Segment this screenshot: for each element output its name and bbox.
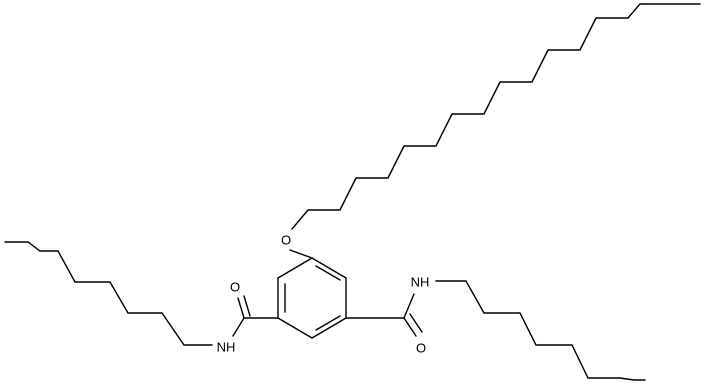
carbonyl-double-bond — [243, 295, 251, 317]
carbonyl-to-nitrogen-bond — [232, 317, 245, 337]
tetradecyl-chain — [291, 3, 701, 230]
right-carbonyl-oxygen-label: O — [416, 341, 426, 356]
ring-double-bond — [315, 265, 341, 281]
left-carbonyl-oxygen-label: O — [230, 280, 240, 295]
ring-bond — [311, 317, 347, 339]
right-amide-group: O NH — [345, 275, 646, 381]
benzene-ring — [277, 257, 347, 339]
ring-to-ether-bond — [289, 249, 313, 259]
right-amide-nitrogen-label: NH — [411, 275, 430, 290]
ring-double-bond — [315, 315, 341, 331]
left-amide-group: O NH — [4, 241, 279, 355]
left-amide-nitrogen-label: NH — [217, 340, 236, 355]
carbonyl-double-bond — [409, 313, 423, 333]
carbonyl-double-bond — [237, 297, 245, 319]
left-heptyl-chain — [4, 241, 213, 346]
alkoxy-substituent: O — [281, 3, 701, 259]
right-heptyl-chain — [435, 280, 646, 381]
carbonyl-to-nitrogen-bond — [403, 293, 415, 319]
ring-bond — [311, 257, 347, 279]
ring-bond — [277, 257, 313, 279]
carbonyl-double-bond — [403, 317, 417, 337]
ether-oxygen-label: O — [281, 233, 291, 248]
ring-bond — [277, 317, 313, 339]
